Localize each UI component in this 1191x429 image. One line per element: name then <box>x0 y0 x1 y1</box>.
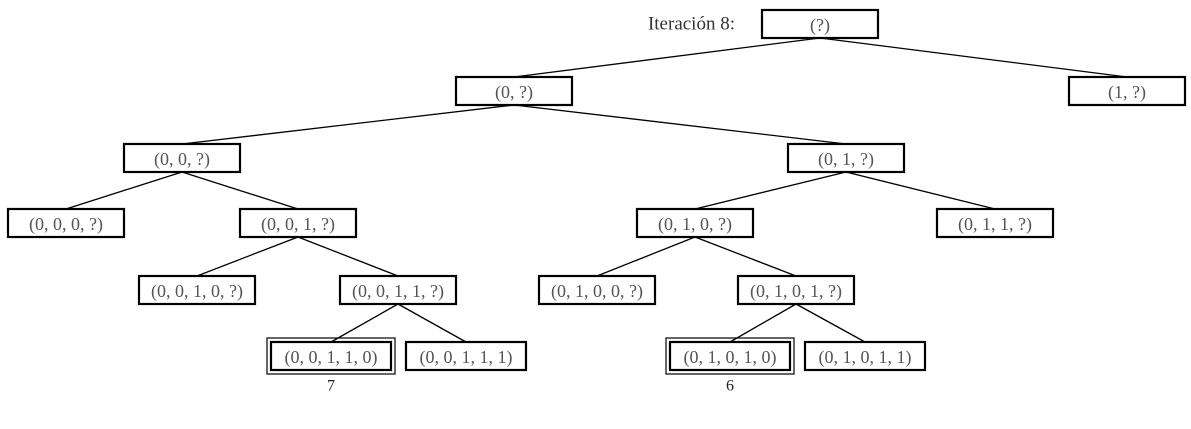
tree-node: (0, 1, 1, ?) <box>935 207 1055 239</box>
tree-node: (0, 0, ?) <box>122 142 242 174</box>
tree-nodes: (?) (0, ?) (1, ?) (0, 0, ?) (0, 1, ?) (0, 0, … <box>6 8 1187 395</box>
tree-edge <box>795 303 866 343</box>
tree-node: (?) <box>760 8 880 40</box>
node-box <box>404 340 528 372</box>
tree-edge <box>513 37 821 78</box>
node-label: (0, 0, 0, ?) <box>29 214 103 235</box>
node-label: (0, 0, 1, ?) <box>261 214 335 235</box>
tree-node: (0, 0, 0, ?) <box>6 207 126 239</box>
node-label: (0, 0, ?) <box>154 149 210 170</box>
node-label: (0, 1, 0, ?) <box>658 214 732 235</box>
tree-node: (0, ?) <box>454 75 574 107</box>
node-box <box>786 142 906 174</box>
node-box <box>668 340 792 372</box>
node-box <box>238 207 358 239</box>
node-label: (0, 1, 1, ?) <box>958 214 1032 235</box>
node-label: (0, 0, 1, 0, ?) <box>151 281 243 302</box>
node-label: (0, 0, 1, 1, 1) <box>420 347 513 368</box>
tree-edge <box>845 171 996 210</box>
node-box <box>269 340 393 372</box>
node-box <box>760 8 880 40</box>
tree-edge <box>181 104 515 145</box>
node-label: (0, 1, ?) <box>818 149 874 170</box>
leaf-value-label: 7 <box>327 378 335 395</box>
tree-node: (0, 1, 0, ?) <box>635 207 755 239</box>
leaf-value-label: 6 <box>726 378 734 395</box>
node-label: (0, 1, 0, 1, 1) <box>819 347 912 368</box>
tree-edge <box>297 236 399 277</box>
tree-node: (0, 1, 0, 1, 0) 6 <box>665 337 795 395</box>
tree-node: (0, 0, 1, 1, 0) 7 <box>266 337 396 395</box>
node-label: (0, 0, 1, 1, ?) <box>352 281 444 302</box>
node-label: (0, 0, 1, 1, 0) <box>285 347 378 368</box>
tree-edges <box>65 37 1128 343</box>
tree-edge <box>596 236 696 277</box>
node-box <box>803 340 927 372</box>
node-box <box>454 75 574 107</box>
tree-node: (0, 0, 1, 1, ?) <box>338 274 458 306</box>
tree-edge <box>513 104 847 145</box>
node-box <box>635 207 755 239</box>
tree-edge <box>330 303 399 343</box>
tree-node: (0, 1, 0, 0, ?) <box>537 274 657 306</box>
node-box <box>338 274 458 306</box>
node-box <box>935 207 1055 239</box>
tree-edge <box>694 236 797 277</box>
node-box <box>736 274 856 306</box>
node-label: (0, ?) <box>495 82 533 103</box>
node-box <box>537 274 657 306</box>
tree-node: (0, 1, 0, 1, ?) <box>736 274 856 306</box>
node-box <box>1067 75 1187 107</box>
node-label: (0, 1, 0, 1, 0) <box>684 347 777 368</box>
leaf-solution-outer-frame <box>665 337 795 375</box>
node-label: (1, ?) <box>1108 82 1146 103</box>
tree-edge <box>397 303 467 343</box>
iteration-title: Iteración 8: <box>648 14 735 35</box>
node-box <box>122 142 242 174</box>
tree-node: (1, ?) <box>1067 75 1187 107</box>
node-box <box>6 207 126 239</box>
tree-edge <box>729 303 797 343</box>
leaf-solution-outer-frame <box>266 337 396 375</box>
tree-node: (0, 0, 1, 1, 1) <box>404 340 528 372</box>
tree-edge <box>65 171 183 210</box>
tree-node: (0, 0, 1, ?) <box>238 207 358 239</box>
tree-edge <box>181 171 299 210</box>
tree-node: (0, 1, 0, 1, 1) <box>803 340 927 372</box>
tree-node: (0, 1, ?) <box>786 142 906 174</box>
tree-node: (0, 0, 1, 0, ?) <box>137 274 257 306</box>
node-label: (0, 1, 0, 0, ?) <box>551 281 643 302</box>
tree-edge <box>819 37 1128 78</box>
node-label: (0, 1, 0, 1, ?) <box>750 281 842 302</box>
node-box <box>137 274 257 306</box>
tree-edge <box>196 236 299 277</box>
tree-edge <box>694 171 847 210</box>
node-label: (?) <box>810 15 830 36</box>
